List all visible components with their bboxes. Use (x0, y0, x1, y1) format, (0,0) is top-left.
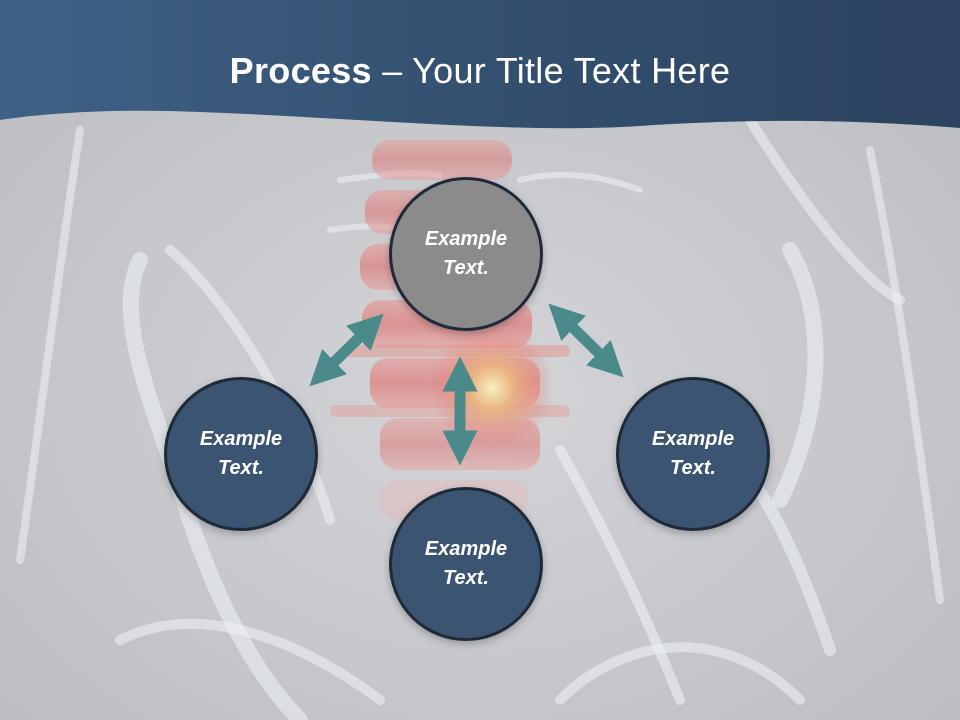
slide-title: Process – Your Title Text Here (0, 50, 960, 92)
node-left-line2: Text. (218, 457, 264, 479)
title-rest: – Your Title Text Here (371, 50, 731, 91)
node-top-line2: Text. (443, 257, 489, 279)
node-top-line1: Example (424, 228, 508, 250)
process-node-top[interactable]: Example Text. (389, 177, 543, 331)
node-bottom-line1: Example (424, 538, 508, 560)
process-arrows (309, 303, 624, 466)
arrow-top-right (548, 303, 624, 378)
process-node-bottom[interactable]: Example Text. (389, 487, 543, 641)
node-right-line2: Text. (670, 457, 716, 479)
process-node-left[interactable]: Example Text. (164, 377, 318, 531)
node-left-line1: Example (199, 428, 283, 450)
header-banner (0, 0, 960, 129)
arrow-top-left (309, 313, 384, 387)
process-node-right[interactable]: Example Text. (616, 377, 770, 531)
node-right-line1: Example (651, 428, 735, 450)
node-bottom-line2: Text. (443, 567, 489, 589)
title-bold: Process (229, 50, 372, 91)
